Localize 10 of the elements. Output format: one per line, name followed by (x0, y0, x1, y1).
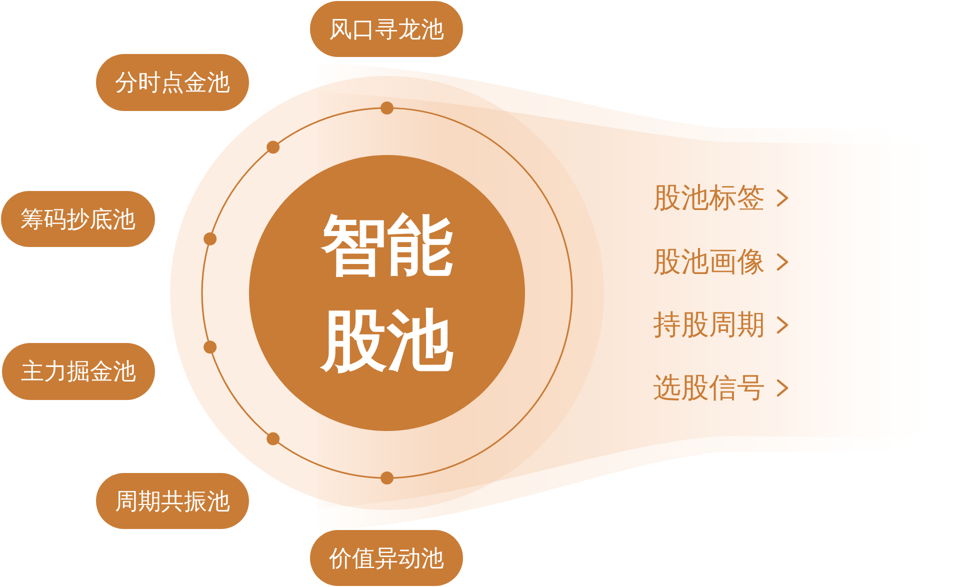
feature-label: 股池标签 (653, 181, 765, 215)
tag-pill: 周期共振池 (96, 473, 249, 529)
tag-pill: 风口寻龙池 (310, 1, 463, 57)
tag-pill: 筹码抄底池 (1, 191, 155, 247)
feature-label: 选股信号 (653, 371, 765, 405)
feature-label: 股池画像 (653, 245, 765, 279)
tag-pill: 主力掘金池 (2, 343, 155, 400)
feature-label: 持股周期 (653, 308, 765, 342)
tag-pill: 分时点金池 (96, 54, 249, 111)
tag-pill: 价值异动池 (310, 530, 463, 586)
